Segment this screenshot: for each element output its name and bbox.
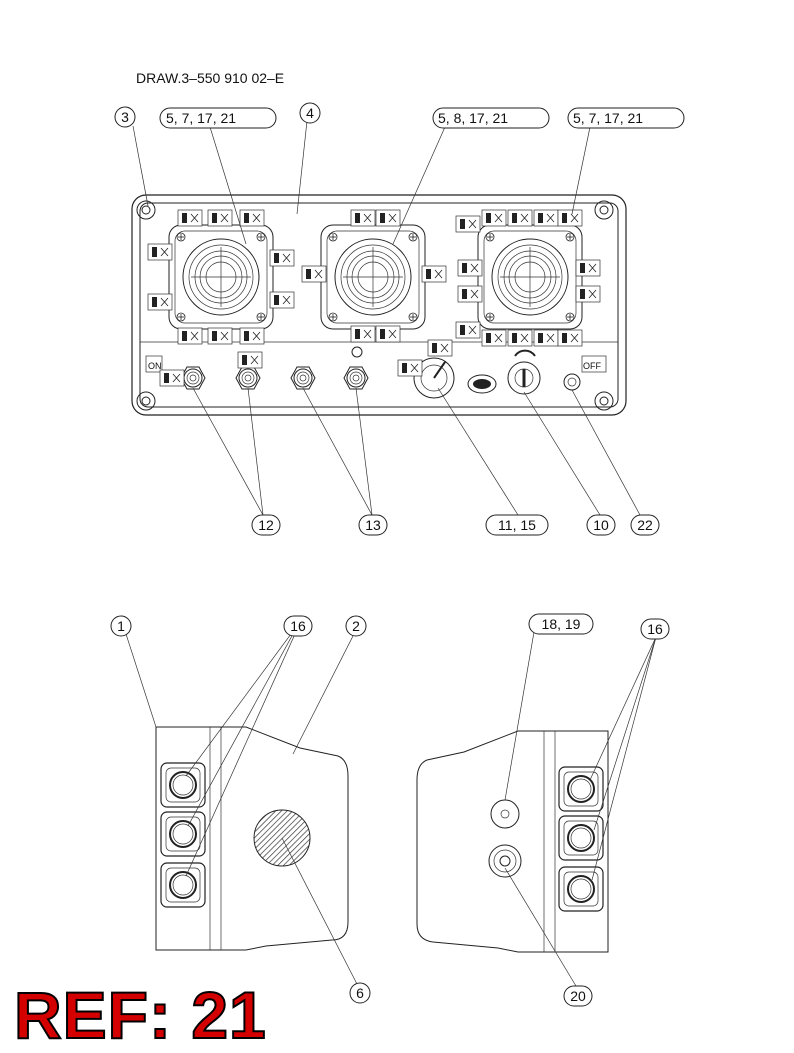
round-connector-20 bbox=[488, 844, 522, 878]
callout-5-7-17-21-left: 5, 7, 17, 21 bbox=[159, 107, 277, 129]
joystick-middle bbox=[321, 225, 425, 329]
leader-lines-left bbox=[125, 633, 359, 987]
svg-text:OFF: OFF bbox=[583, 361, 601, 371]
callout-16-left: 16 bbox=[283, 615, 313, 637]
on-label: ON bbox=[145, 355, 163, 373]
svg-text:5, 7, 17, 21: 5, 7, 17, 21 bbox=[166, 110, 236, 126]
side-socket bbox=[160, 811, 206, 857]
svg-text:6: 6 bbox=[356, 985, 364, 1001]
callout-22: 22 bbox=[630, 514, 660, 536]
svg-text:16: 16 bbox=[290, 618, 306, 634]
callout-5-8-17-21: 5, 8, 17, 21 bbox=[432, 107, 550, 129]
svg-text:4: 4 bbox=[306, 105, 314, 121]
front-panel-view: ON OFF bbox=[131, 194, 627, 416]
leader-lines-top bbox=[132, 120, 641, 516]
svg-text:3: 3 bbox=[121, 109, 129, 125]
svg-text:11, 15: 11, 15 bbox=[498, 517, 536, 533]
svg-text:1: 1 bbox=[117, 618, 125, 634]
key-switch bbox=[507, 349, 541, 395]
side-view-left bbox=[155, 726, 349, 951]
horn-symbol bbox=[467, 374, 497, 394]
svg-text:16: 16 bbox=[647, 621, 663, 637]
callout-1: 1 bbox=[110, 615, 132, 637]
callout-10: 10 bbox=[586, 514, 616, 536]
corner-bolt bbox=[136, 200, 156, 220]
leader-lines-right bbox=[504, 631, 657, 987]
joystick-left bbox=[169, 225, 273, 329]
reference-label: REF: 21 bbox=[13, 978, 267, 1052]
svg-text:10: 10 bbox=[593, 517, 609, 533]
callout-3: 3 bbox=[114, 106, 136, 128]
callout-18-19: 18, 19 bbox=[528, 613, 594, 635]
callout-5-7-17-21-right: 5, 7, 17, 21 bbox=[567, 107, 685, 129]
callout-4: 4 bbox=[299, 102, 321, 124]
svg-text:2: 2 bbox=[352, 618, 360, 634]
connector-13b bbox=[343, 346, 369, 390]
corner-bolt bbox=[594, 200, 614, 220]
off-label: OFF bbox=[581, 355, 607, 373]
side-view-right bbox=[416, 730, 609, 953]
svg-text:5, 7, 17, 21: 5, 7, 17, 21 bbox=[573, 110, 643, 126]
callout-2: 2 bbox=[345, 615, 367, 637]
side-socket bbox=[558, 766, 604, 812]
callout-11-15: 11, 15 bbox=[485, 514, 549, 536]
connector-12a bbox=[159, 366, 206, 390]
joystick-right bbox=[478, 225, 582, 329]
svg-text:18, 19: 18, 19 bbox=[542, 616, 581, 632]
panel-inner-frame bbox=[139, 202, 619, 408]
corner-bolt bbox=[136, 391, 156, 411]
svg-text:12: 12 bbox=[258, 517, 274, 533]
svg-text:ON: ON bbox=[148, 361, 162, 371]
callout-16-right: 16 bbox=[640, 618, 670, 640]
side-socket bbox=[558, 866, 604, 912]
callout-12: 12 bbox=[251, 514, 281, 536]
svg-text:5, 8, 17, 21: 5, 8, 17, 21 bbox=[438, 110, 508, 126]
selector-switch bbox=[397, 339, 455, 399]
callout-6: 6 bbox=[349, 982, 371, 1004]
callout-13: 13 bbox=[358, 514, 388, 536]
svg-text:22: 22 bbox=[637, 517, 653, 533]
side-socket bbox=[160, 862, 206, 908]
corner-bolt bbox=[594, 391, 614, 411]
svg-text:20: 20 bbox=[570, 988, 586, 1004]
svg-text:13: 13 bbox=[365, 517, 381, 533]
side-socket bbox=[160, 762, 206, 808]
callout-20: 20 bbox=[563, 985, 593, 1007]
drawing-title: DRAW.3–550 910 02–E bbox=[136, 70, 285, 86]
